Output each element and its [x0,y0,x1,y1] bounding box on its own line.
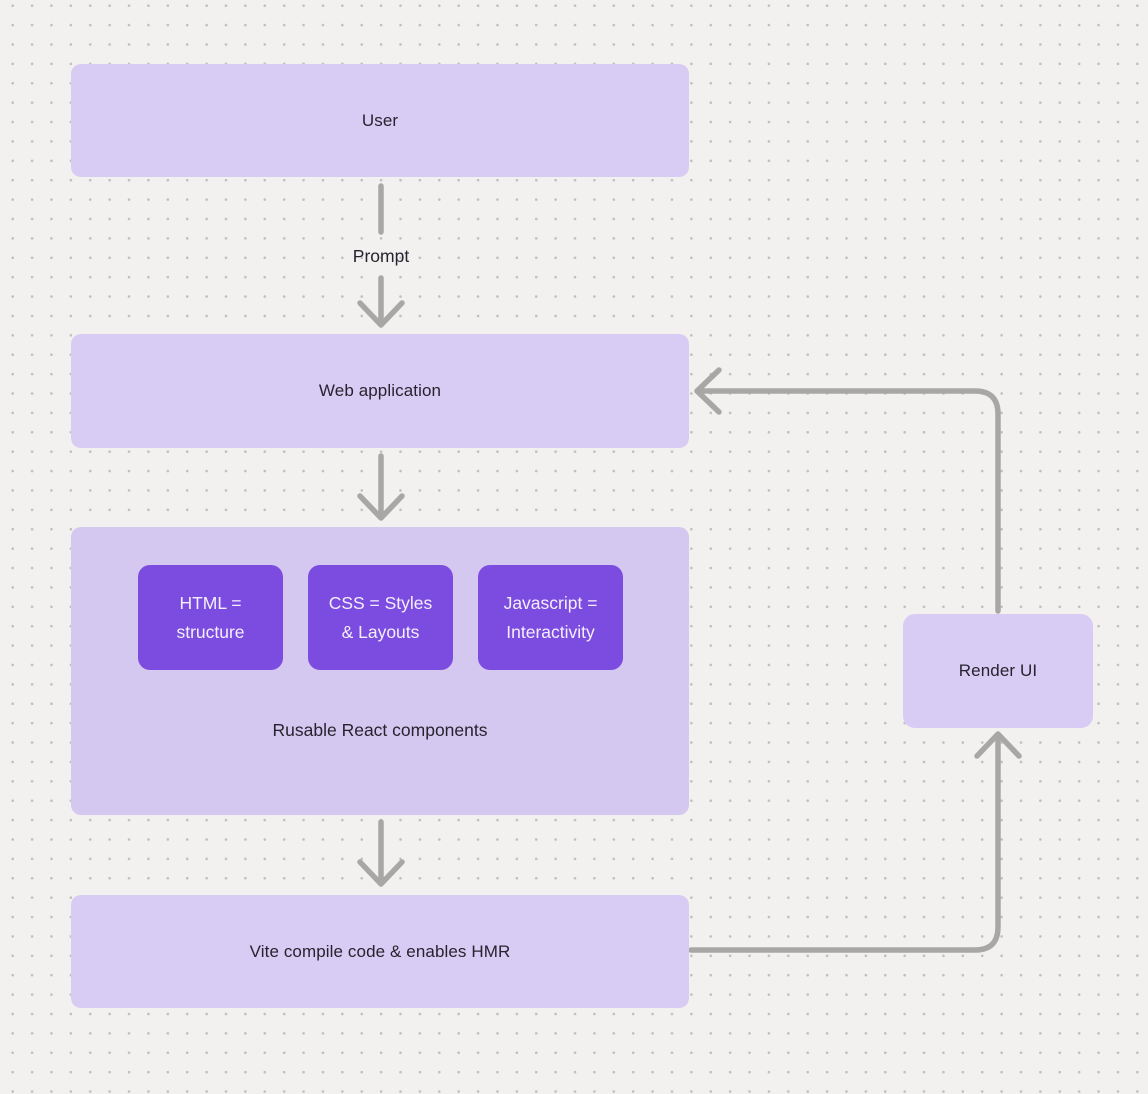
chip-html[interactable]: HTML = structure [138,565,283,670]
node-vite[interactable]: Vite compile code & enables HMR [71,895,689,1008]
node-web-application[interactable]: Web application [71,334,689,448]
chip-css-line2: & Layouts [341,621,420,642]
node-web-application-label: Web application [318,381,442,400]
chip-javascript-line2: Interactivity [506,621,595,642]
edge-render-ui-to-web-application [694,367,1001,614]
chip-css-line1: CSS = Styles [328,592,433,613]
edge-prompt-to-web-application [357,275,405,328]
node-render-ui-label: Render UI [958,661,1038,680]
node-components-group[interactable]: HTML = structure CSS = Styles & Layouts … [71,527,689,815]
node-user[interactable]: User [71,64,689,177]
chip-css[interactable]: CSS = Styles & Layouts [308,565,453,670]
edge-web-application-to-components [357,453,405,521]
node-vite-label: Vite compile code & enables HMR [249,941,511,961]
chip-html-line2: structure [176,621,245,642]
edge-vite-to-render-ui [688,731,1022,953]
node-render-ui[interactable]: Render UI [903,614,1093,728]
chip-javascript[interactable]: Javascript = Interactivity [478,565,623,670]
node-user-label: User [361,110,399,130]
edge-components-to-vite [357,819,405,887]
edge-label-prompt: Prompt [352,246,410,266]
chip-javascript-line1: Javascript = [503,592,598,613]
components-group-caption: Rusable React components [272,720,488,740]
chip-html-line1: HTML = [179,592,242,613]
